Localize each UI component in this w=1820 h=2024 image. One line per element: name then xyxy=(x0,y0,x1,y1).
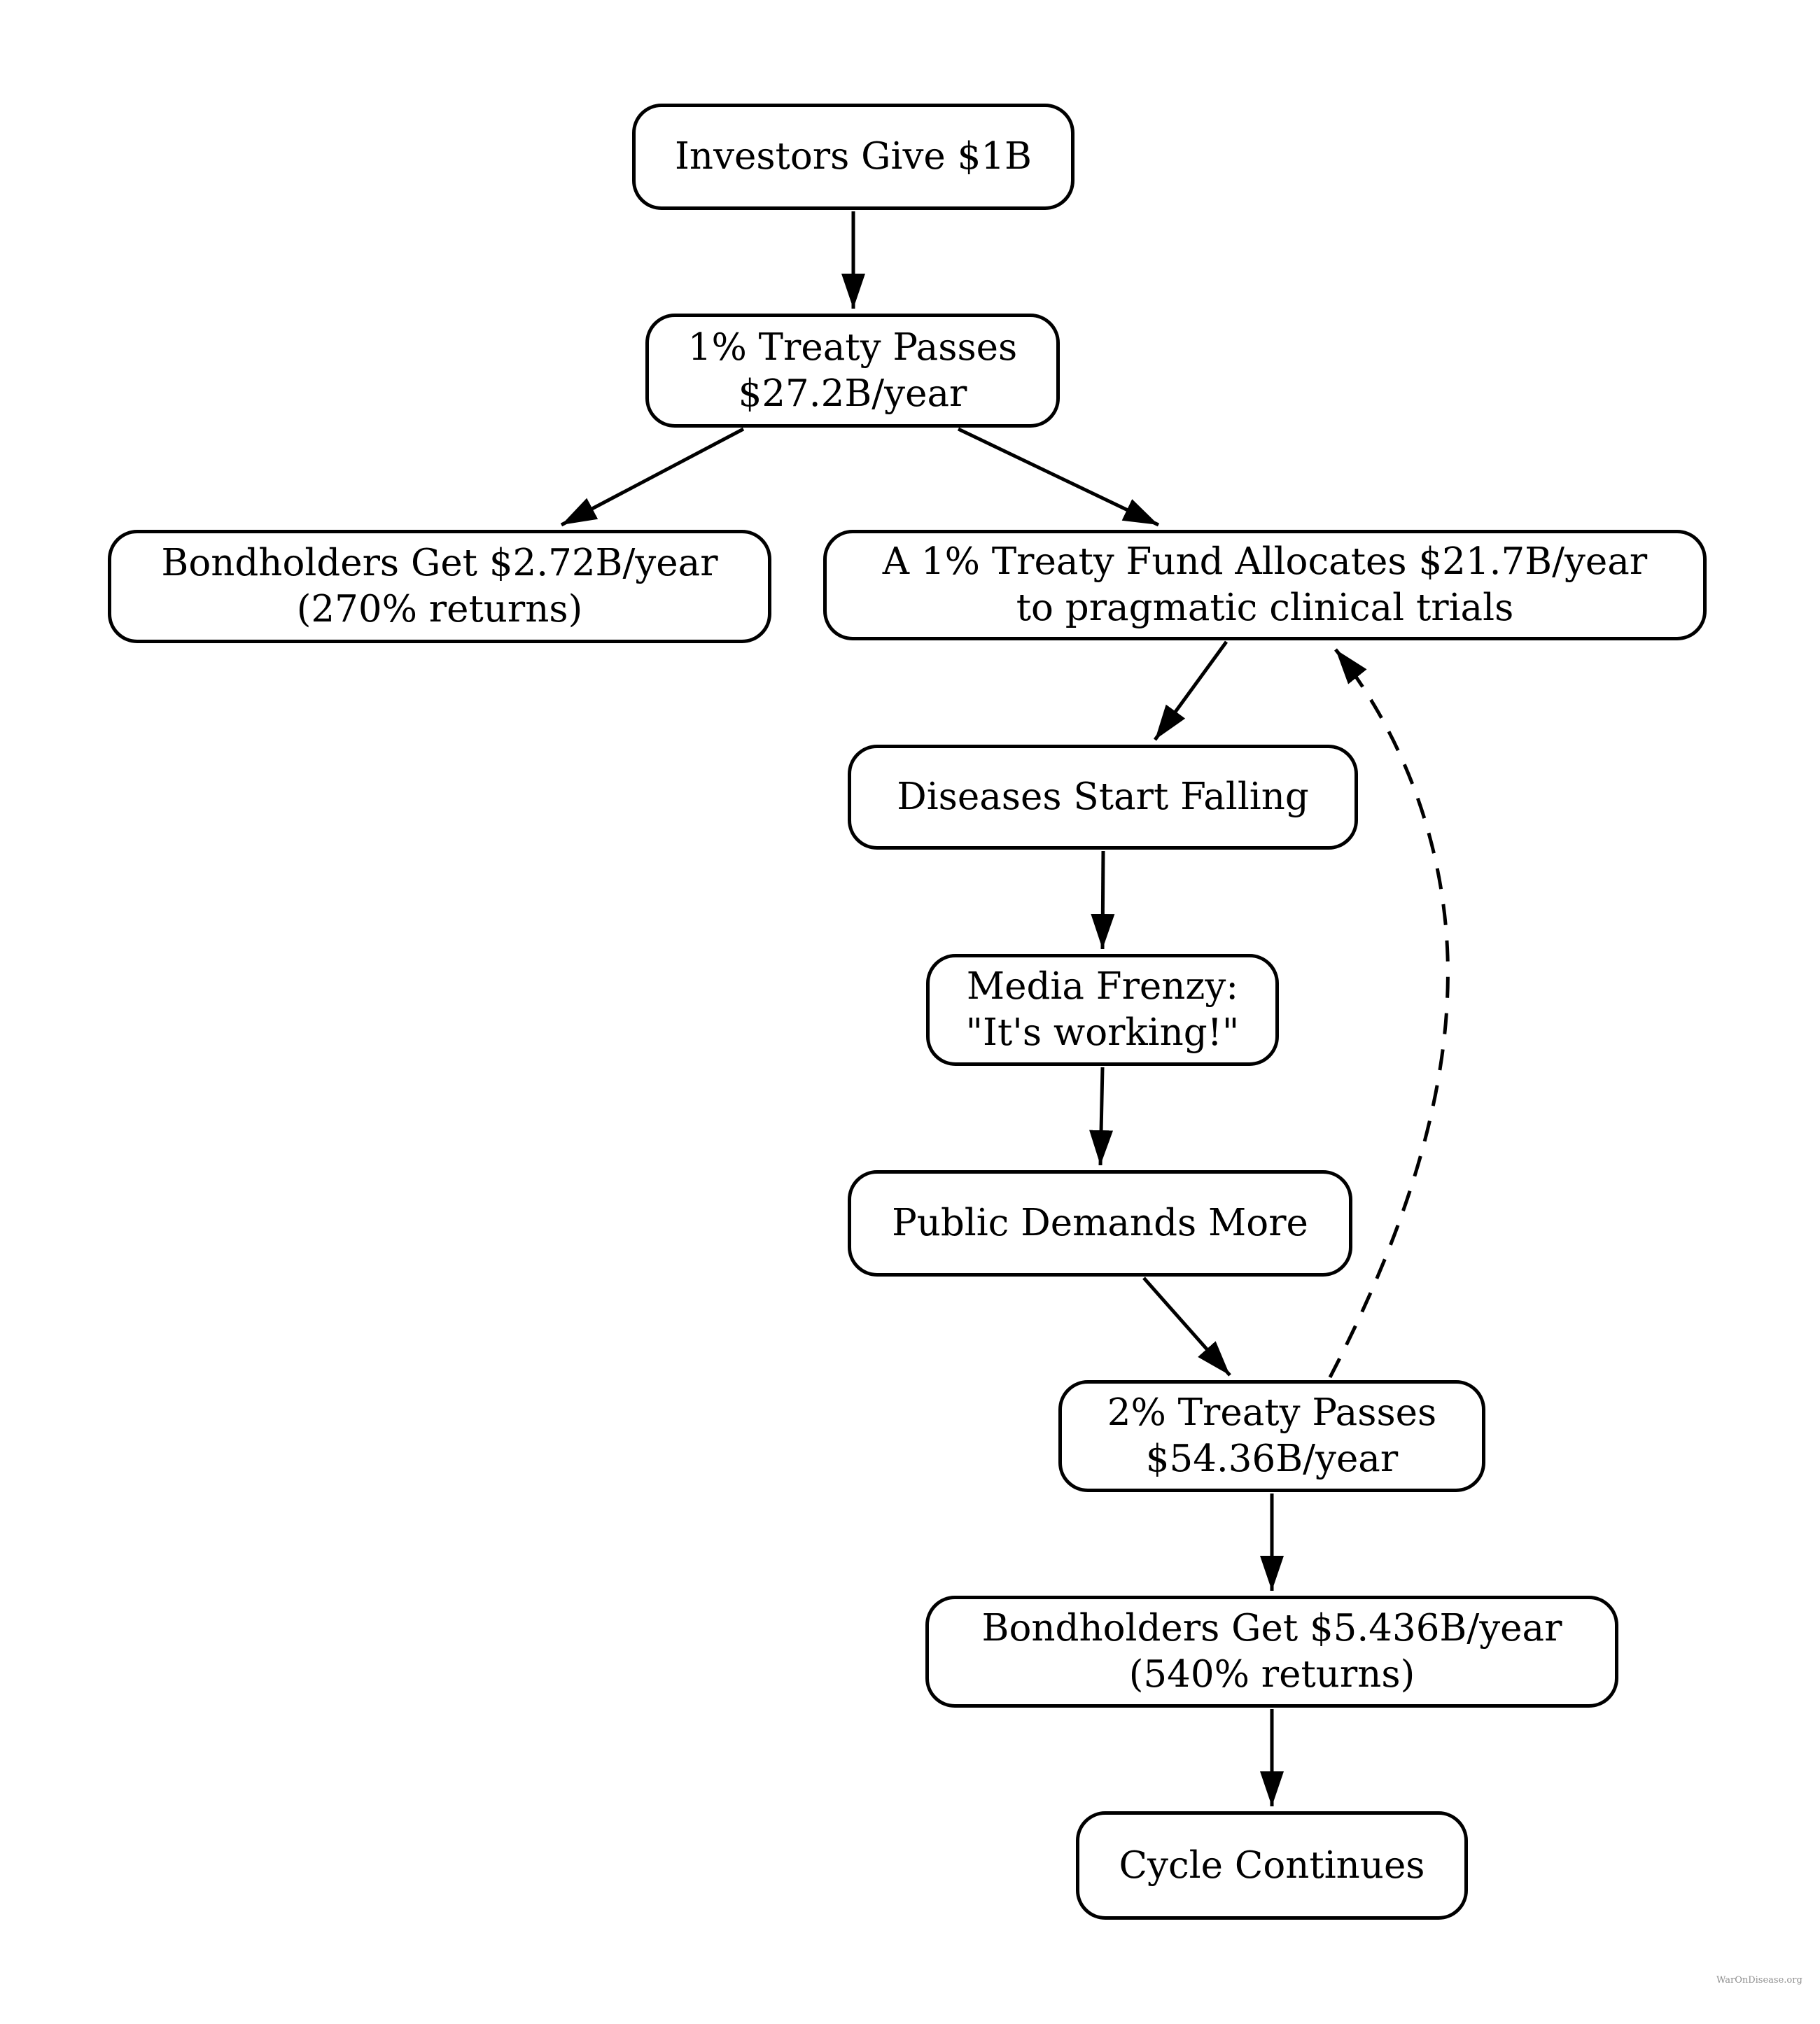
node-label-line: 2% Treaty Passes xyxy=(1107,1391,1437,1434)
node-cycle-continues: Cycle Continues xyxy=(1076,1811,1468,1920)
watermark-text: WarOnDisease.org xyxy=(1716,1975,1802,1986)
node-label-line: Media Frenzy: xyxy=(966,965,1239,1008)
edge-treaty1-to-fund xyxy=(957,427,1160,527)
node-label-line: Diseases Start Falling xyxy=(897,775,1309,818)
edge-media-to-public xyxy=(1089,1067,1114,1166)
node-label-line: (540% returns) xyxy=(1128,1653,1415,1696)
edge-diseases-to-media xyxy=(1091,850,1115,950)
node-bondholders-get-540: Bondholders Get $5.436B/year (540% retur… xyxy=(925,1596,1618,1708)
node-public-demands-more: Public Demands More xyxy=(848,1170,1352,1277)
edge-public-to-treaty2 xyxy=(1142,1277,1231,1377)
node-treaty-fund-allocates: A 1% Treaty Fund Allocates $21.7B/year t… xyxy=(823,530,1707,640)
node-label-line: Cycle Continues xyxy=(1119,1843,1425,1887)
node-label-line: to pragmatic clinical trials xyxy=(1016,586,1514,629)
node-investors-give-1b: Investors Give $1B xyxy=(632,104,1074,210)
node-label-line: $27.2B/year xyxy=(738,372,967,415)
node-label-line: $54.36B/year xyxy=(1145,1438,1399,1480)
node-label-line: Public Demands More xyxy=(892,1202,1308,1244)
node-diseases-start-falling: Diseases Start Falling xyxy=(848,745,1358,850)
node-label-line: "It's working!" xyxy=(965,1011,1240,1054)
edge-fund-to-diseases xyxy=(1153,640,1228,741)
node-label-line: 1% Treaty Passes xyxy=(687,325,1018,369)
node-1pct-treaty-passes: 1% Treaty Passes $27.2B/year xyxy=(645,314,1060,428)
node-label-line: Bondholders Get $2.72B/year xyxy=(161,542,718,584)
node-label-line: Investors Give $1B xyxy=(675,135,1032,178)
node-media-frenzy: Media Frenzy: "It's working!" xyxy=(926,954,1279,1066)
node-2pct-treaty-passes: 2% Treaty Passes $54.36B/year xyxy=(1058,1380,1485,1492)
node-bondholders-get-270: Bondholders Get $2.72B/year (270% return… xyxy=(108,530,771,643)
node-label-line: Bondholders Get $5.436B/year xyxy=(981,1607,1562,1650)
node-label-line: (270% returns) xyxy=(296,588,583,631)
edge-treaty1-to-bondholders1 xyxy=(560,427,745,527)
node-label-line: A 1% Treaty Fund Allocates $21.7B/year xyxy=(882,540,1648,583)
edge-treaty2-to-fund-dashed xyxy=(1328,648,1450,1379)
